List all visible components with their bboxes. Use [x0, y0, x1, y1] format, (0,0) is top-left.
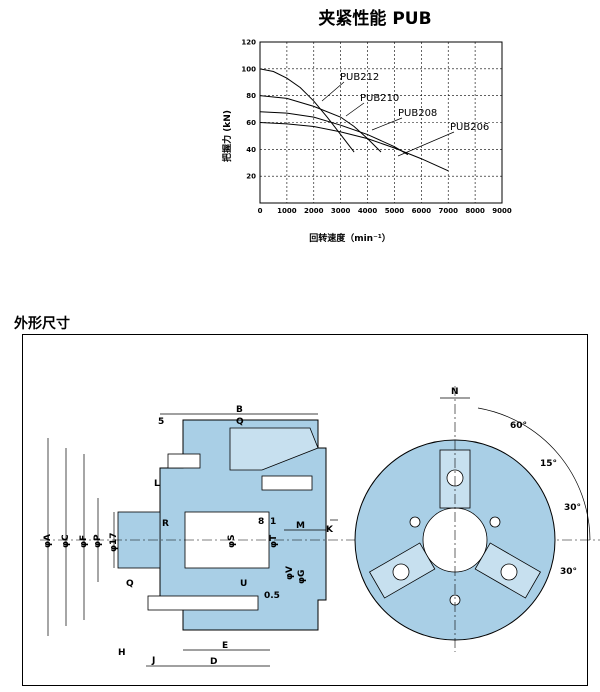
x-tick-label: 5000 [385, 207, 405, 215]
y-tick-label: 80 [246, 92, 256, 100]
x-tick-label: 2000 [304, 207, 324, 215]
drawing-frame [22, 334, 588, 686]
label-L: L [154, 479, 160, 489]
series-label-pub208: PUB208 [398, 108, 437, 119]
section-title: 外形尺寸 [14, 316, 70, 332]
chart-title: 夹紧性能 PUB [318, 8, 431, 29]
label-60deg: 60° [510, 421, 527, 431]
label-0.5: 0.5 [264, 591, 280, 601]
x-tick-label: 7000 [438, 207, 458, 215]
label-5: 5 [158, 417, 164, 427]
series-label-pub210: PUB210 [360, 93, 399, 104]
label-phi-P: φP [93, 534, 103, 548]
label-phi-T: φT [269, 534, 279, 548]
label-E: E [222, 641, 228, 651]
label-N: N [451, 387, 459, 397]
x-tick-label: 9000 [492, 207, 512, 215]
label-M: M [296, 521, 305, 531]
bolt-upper [167, 453, 201, 469]
x-tick-label: 4000 [358, 207, 378, 215]
label-30deg-a: 30° [564, 503, 581, 513]
label-15deg: 15° [540, 459, 557, 469]
label-phi-C: φC [61, 534, 71, 548]
front-view: N 60° 15° 30° 30° [354, 386, 591, 652]
label-phi-V: φV [285, 566, 295, 580]
y-tick-label: 40 [246, 146, 256, 154]
jaw-bolt [261, 475, 313, 491]
clamping-performance-chart: 夹紧性能 PUB 0 1000 2000 3000 4000 5000 6000 7000 80… [221, 8, 512, 244]
y-tick-label: 100 [241, 65, 256, 73]
series-line-pub206 [259, 122, 449, 172]
mount-hole-1 [409, 516, 421, 528]
x-tick-label: 6000 [412, 207, 432, 215]
label-phi-S: φS [227, 534, 237, 548]
x-tick-label: 0 [258, 207, 263, 215]
series-label-pub212: PUB212 [340, 72, 379, 83]
series-pointer [321, 81, 345, 102]
label-phi-17: φ17 [109, 532, 119, 552]
series-pointer [371, 117, 403, 131]
bolt-lower [147, 595, 259, 611]
x-tick-label: 8000 [465, 207, 485, 215]
label-phi-G: φG [297, 570, 307, 584]
label-U: U [240, 579, 247, 589]
bolt-hole-2 [500, 563, 518, 581]
jaw-section [229, 427, 319, 471]
label-B: B [236, 405, 243, 415]
series-pointer [397, 131, 455, 157]
y-tick-label: 60 [246, 119, 256, 127]
y-tick-label: 120 [241, 39, 256, 47]
bolt-hole-3 [392, 563, 410, 581]
label-30deg-b: 30° [560, 567, 577, 577]
label-D: D [210, 657, 217, 667]
label-J: J [151, 656, 155, 666]
label-phi-A: φA [43, 534, 53, 548]
chart-grid [259, 41, 503, 204]
angle-arc [477, 407, 591, 541]
chart-ticks: 0 1000 2000 3000 4000 5000 6000 7000 8000 9000 20 4… [241, 39, 511, 216]
label-phi-F: φF [79, 535, 89, 548]
label-Q-top: Q [236, 417, 244, 427]
series-label-pub206: PUB206 [450, 122, 489, 133]
label-1: 1 [270, 517, 276, 527]
label-8: 8 [258, 517, 264, 527]
x-axis-label: 回转速度（min⁻¹） [309, 232, 391, 244]
label-H: H [118, 648, 126, 658]
y-axis-label: 把握力 (kN) [221, 110, 233, 162]
label-R: R [162, 519, 169, 529]
label-Q-left: Q [126, 579, 134, 589]
mount-hole-2 [489, 516, 501, 528]
label-K: K [326, 525, 334, 535]
y-tick-label: 20 [246, 173, 256, 181]
side-view: B Q 5 L R φS 8 1 φT M K φA φC φF φP φ17 … [40, 405, 600, 667]
x-tick-label: 3000 [331, 207, 351, 215]
x-tick-label: 1000 [277, 207, 297, 215]
series-pointer [345, 102, 365, 117]
